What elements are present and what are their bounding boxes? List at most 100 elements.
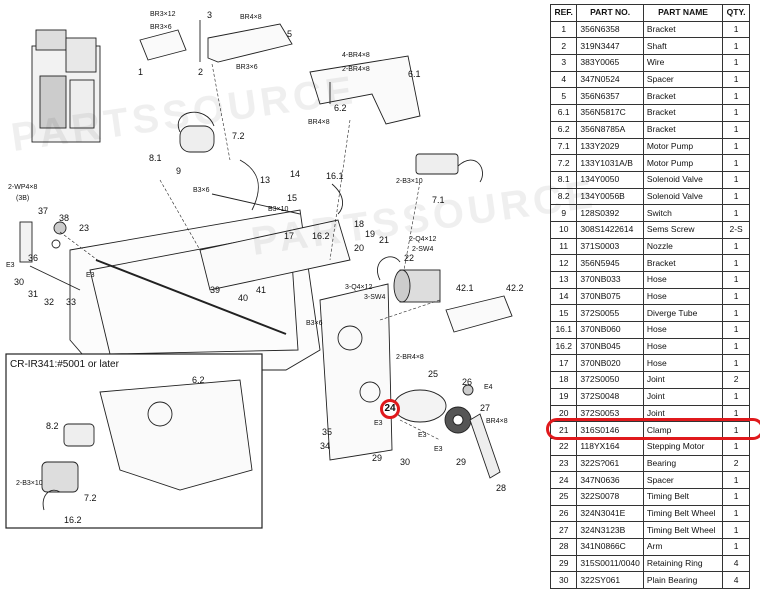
part-name-cell: Hose: [642, 271, 724, 289]
part-no-cell: 322S?061: [576, 454, 644, 473]
callout: 15: [287, 193, 298, 203]
callout: 13: [260, 175, 271, 185]
ref-cell: 9: [549, 204, 578, 222]
callout: BR4×8: [486, 418, 508, 425]
callout: 6.1: [408, 69, 421, 79]
part-no-cell: 319N3447: [576, 37, 644, 56]
callout: 42.2: [506, 283, 524, 293]
callout: (3B): [16, 195, 30, 202]
callout: 25: [428, 369, 439, 379]
callout: 17: [284, 231, 295, 241]
part-name-cell: Shaft: [642, 37, 724, 56]
callout: 32: [44, 297, 55, 307]
ref-cell: 23: [549, 454, 578, 473]
ref-cell: 4: [549, 70, 578, 89]
part-no-cell: 356N6358: [576, 20, 644, 39]
callout: E3: [86, 272, 95, 279]
part-name-cell: Bracket: [642, 87, 724, 106]
part-no-cell: 356N8785A: [576, 120, 644, 139]
callout: 3-SW4: [364, 294, 386, 301]
ref-cell: 27: [549, 521, 578, 539]
part-name-cell: Hose: [642, 287, 724, 306]
part-no-cell: 322S0078: [576, 487, 644, 506]
qty-cell: 2: [722, 371, 750, 389]
qty-cell: 1: [722, 187, 750, 206]
ref-cell: 30: [549, 571, 578, 589]
part-no-cell: 356N5945: [576, 254, 644, 272]
callout: 2: [198, 67, 204, 77]
diagram-drawing: [5, 20, 513, 529]
qty-cell: 2: [722, 454, 750, 473]
qty-cell: 1: [722, 204, 750, 222]
part-no-cell: 370NB075: [576, 287, 644, 306]
ref-cell: 25: [549, 487, 578, 506]
part-name-cell: Timing Belt Wheel: [642, 504, 724, 523]
callout: 4-BR4×8: [342, 52, 370, 59]
callout: 3: [207, 10, 213, 20]
part-no-cell: 133Y1031A/B: [576, 154, 644, 172]
callout: 2-B3×10: [16, 480, 43, 487]
ref-cell: 16.2: [549, 337, 578, 356]
callout: 2-BR4×8: [396, 354, 424, 361]
callout: B3×10: [268, 206, 289, 213]
qty-cell: 4: [722, 571, 750, 589]
ref-cell: 11: [549, 237, 578, 256]
callout: 29: [372, 453, 383, 463]
callout: 40: [238, 293, 249, 303]
part-no-cell: 315S0011/0040: [576, 554, 644, 573]
callout: 7.2: [232, 131, 245, 141]
callout: 2-SW4: [412, 246, 434, 253]
ref-cell: 18: [549, 371, 578, 389]
part-name-cell: Spacer: [642, 70, 724, 89]
qty-cell: 1: [722, 137, 750, 156]
part-name-cell: Joint: [642, 387, 724, 406]
part-no-cell: 118YX164: [576, 437, 644, 456]
part-name-cell: Timing Belt Wheel: [642, 521, 724, 539]
callout: BR4×8: [240, 14, 262, 21]
callout: 5: [287, 29, 293, 39]
callout: 34: [320, 441, 331, 451]
part-no-cell: 322SY061: [576, 571, 644, 589]
qty-cell: 1: [722, 504, 750, 523]
callout: 23: [79, 223, 90, 233]
part-name-cell: Stepping Motor: [642, 437, 724, 456]
qty-cell: 1: [722, 471, 750, 489]
part-no-cell: 383Y0065: [576, 54, 644, 72]
ref-cell: 5: [549, 87, 578, 106]
qty-cell: 1: [722, 154, 750, 172]
part-name-cell: Solenoid Valve: [642, 170, 724, 189]
callout: E3: [374, 420, 383, 427]
ref-cell: 8.1: [549, 170, 578, 189]
qty-cell: 1: [722, 254, 750, 272]
part-no-cell: 356N6357: [576, 87, 644, 106]
part-name-cell: Arm: [642, 538, 724, 556]
qty-cell: 1: [722, 271, 750, 289]
inset-label: CR-IR341:#5001 or later: [10, 359, 119, 370]
qty-cell: 1: [722, 304, 750, 323]
part-name-cell: Plain Bearing: [642, 571, 724, 589]
callout: E3: [418, 432, 427, 439]
callout: 28: [496, 483, 507, 493]
qty-cell: 1: [722, 521, 750, 539]
part-no-cell: 134Y0056B: [576, 187, 644, 206]
callout: 26: [462, 377, 473, 387]
callout: 31: [28, 289, 39, 299]
qty-cell: 1: [722, 170, 750, 189]
callout: 2-B3×10: [396, 178, 423, 185]
part-name-cell: Solenoid Valve: [642, 187, 724, 206]
